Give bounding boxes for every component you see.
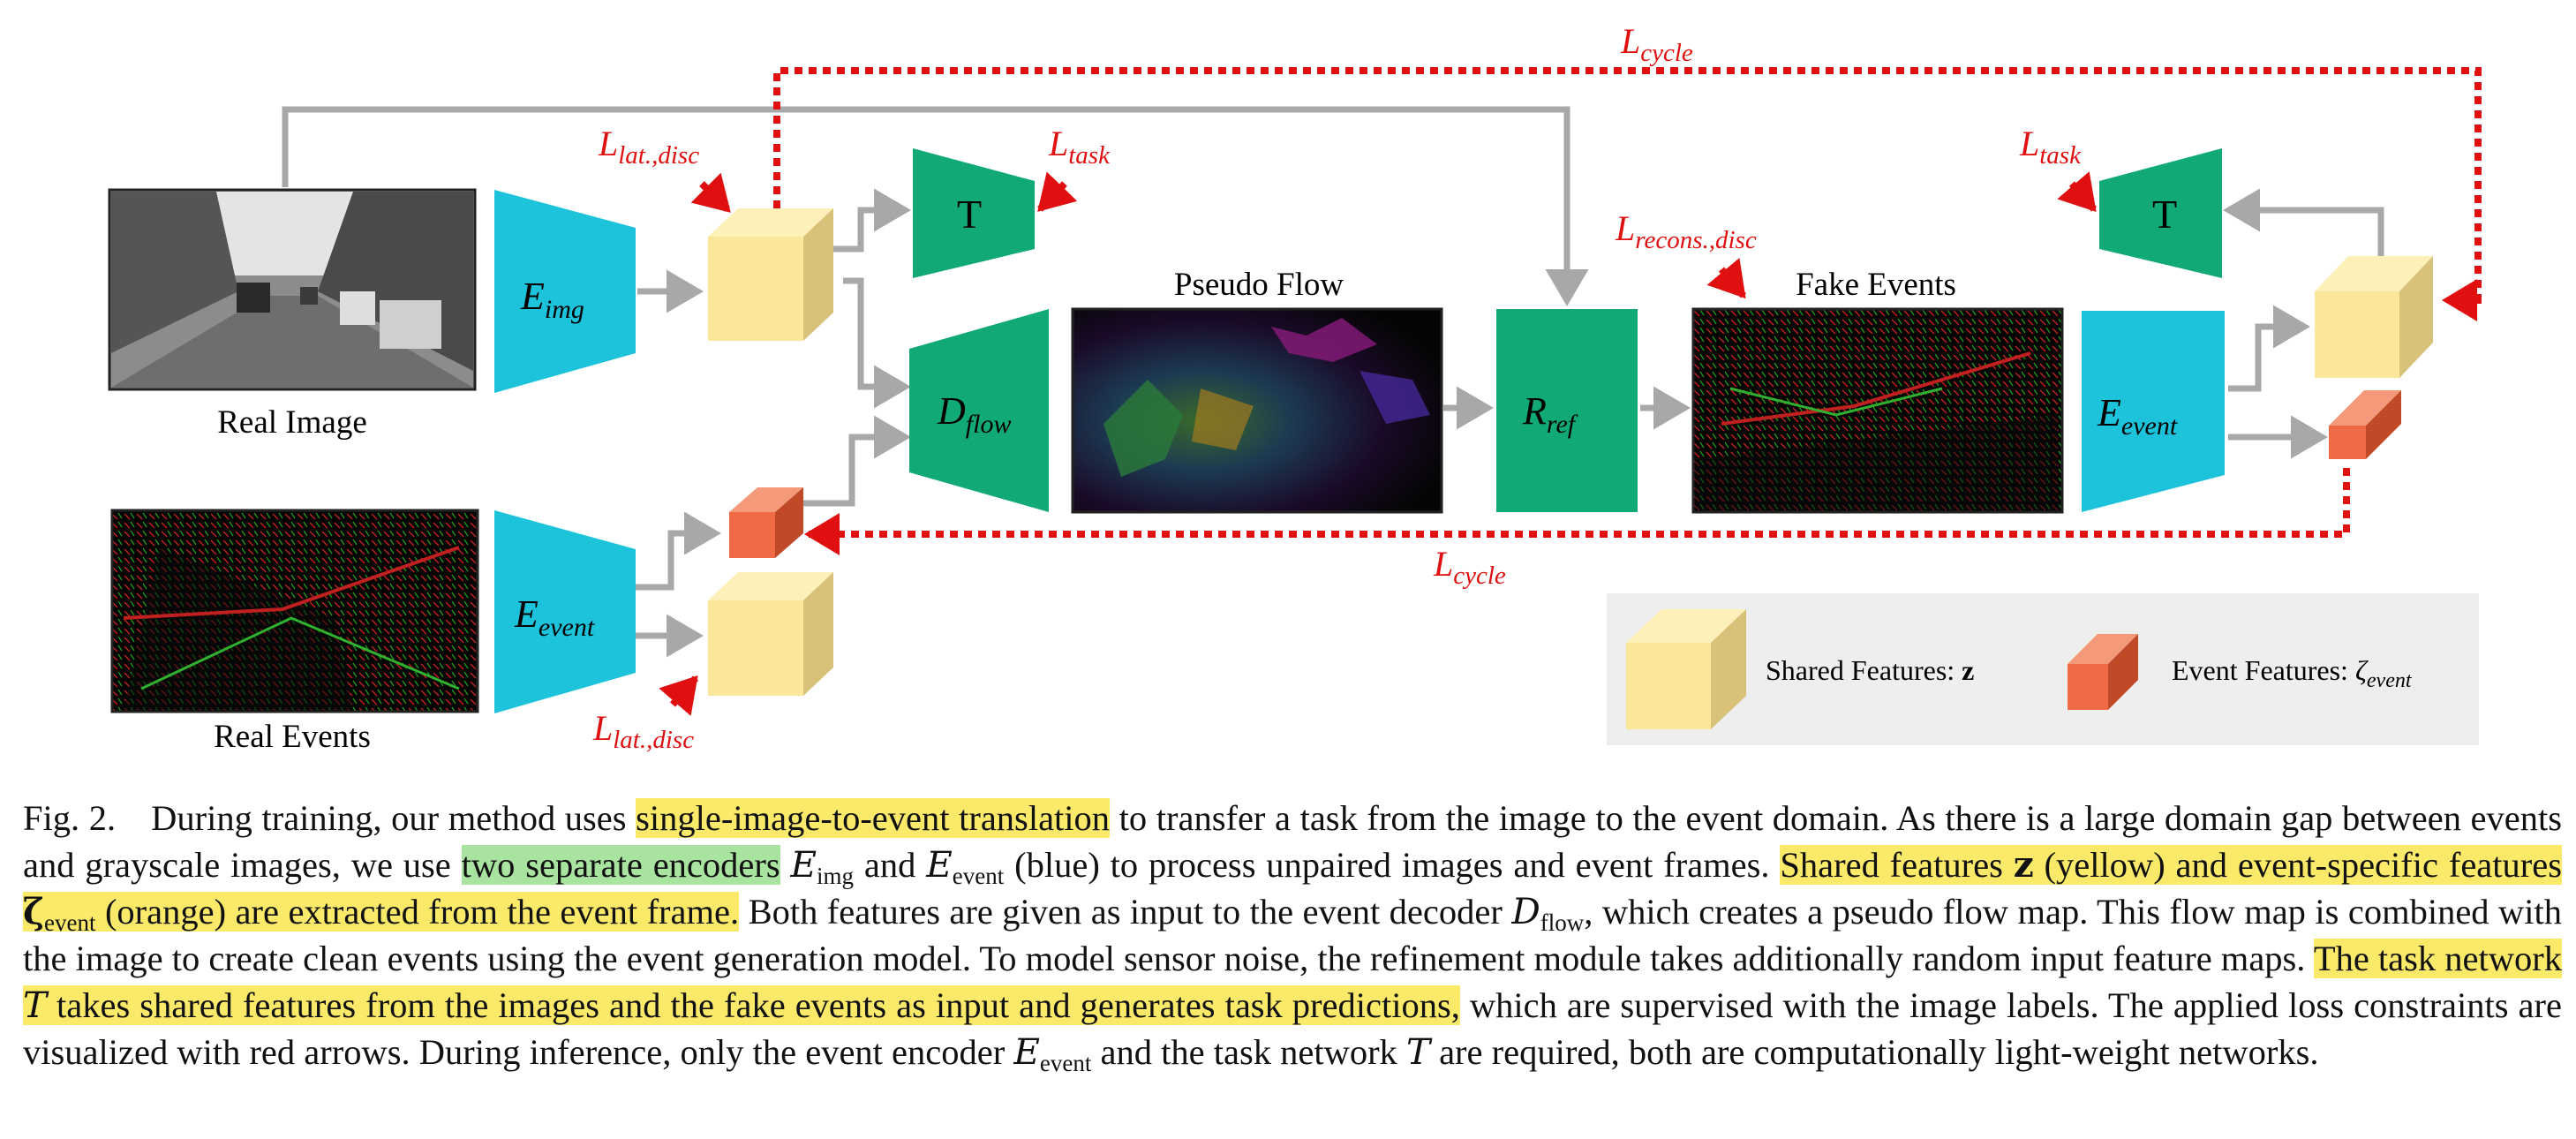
caption-text <box>780 845 791 885</box>
task-loss-left-label: Ltask <box>1048 124 1111 170</box>
math-d: D <box>1511 890 1540 932</box>
recons-disc-loss-label: Lrecons.,disc <box>1615 208 1757 254</box>
method-diagram: Real Image Real Events Eimg Eevent Eeven… <box>108 21 2482 755</box>
caption-text: (blue) to process unpaired images and ev… <box>1004 845 1781 885</box>
math-t: T <box>1405 1030 1430 1073</box>
caption-text: are required, both are computationally l… <box>1429 1032 2319 1072</box>
legend-shared-label: Shared Features: z <box>1766 654 1974 686</box>
pseudo-flow-map <box>1071 307 1443 514</box>
data-flow-arrows <box>282 106 2384 658</box>
event-encoder-left <box>494 510 636 713</box>
legend-event-block <box>2068 634 2138 710</box>
flow-decoder-label: Dflow <box>937 389 1011 439</box>
lat-disc-loss-bottom-label: Llat.,disc <box>592 708 694 754</box>
caption-highlight-green: two separate encoders <box>461 845 780 885</box>
math-e: E <box>790 843 817 886</box>
refinement-module-label: Rref <box>1522 389 1578 439</box>
pseudo-flow-label: Pseudo Flow <box>1174 267 1344 303</box>
fake-events-label: Fake Events <box>1796 267 1956 303</box>
caption-text: Both features are given as input to the … <box>739 892 1512 932</box>
real-image-label: Real Image <box>217 404 367 441</box>
task-network-left <box>913 148 1035 278</box>
math-e: E <box>926 843 953 886</box>
image-encoder <box>494 190 636 393</box>
legend-event-label: Event Features: ζevent <box>2172 654 2413 692</box>
event-encoder-left-label: Eevent <box>514 592 595 642</box>
caption-text: which are supervised with the image labe… <box>23 985 2562 1072</box>
caption-highlight: single-image-to-event translation <box>636 798 1111 838</box>
real-events-label: Real Events <box>214 719 371 755</box>
legend: Shared Features: z Event Features: ζeven… <box>1607 593 2479 745</box>
event-encoder-right-label: Eevent <box>2097 391 2178 441</box>
shared-feature-cube-fake-events <box>2315 256 2433 378</box>
caption-text: and <box>854 845 927 885</box>
real-image <box>108 188 477 391</box>
loss-arrows <box>659 67 2482 716</box>
math-e: E <box>1013 1030 1040 1073</box>
task-loss-right-label: Ltask <box>2019 124 2082 170</box>
cycle-loss-top-label: Lcycle <box>1620 21 1693 67</box>
task-network-left-label: T <box>957 192 982 237</box>
caption-text: to transfer a task from the image to the… <box>23 798 2563 885</box>
shared-feature-cube-image <box>708 208 833 341</box>
caption-text: , which creates a pseudo flow map. This … <box>23 892 2563 978</box>
math-sub: event <box>1039 1050 1092 1076</box>
caption-text: During training, our method uses <box>151 798 636 838</box>
event-feature-block-left <box>729 487 803 558</box>
legend-shared-cube <box>1626 609 1746 729</box>
math-sub: event <box>952 863 1005 889</box>
real-events-frame <box>110 509 479 713</box>
fake-events-frame <box>1691 307 2064 514</box>
caption-text: and the task network <box>1091 1032 1406 1072</box>
refinement-module <box>1496 309 1638 512</box>
shared-feature-cube-event <box>708 572 833 696</box>
event-feature-block-right <box>2329 390 2401 459</box>
flow-decoder <box>909 309 1049 512</box>
task-network-right <box>2099 148 2222 278</box>
cycle-loss-bottom-label: Lcycle <box>1433 544 1506 590</box>
task-network-right-label: T <box>2152 192 2177 237</box>
image-encoder-label: Eimg <box>520 275 584 324</box>
figure-caption: Fig. 2.During training, our method uses … <box>23 795 2563 1076</box>
math-sub: flow <box>1540 909 1585 936</box>
lat-disc-loss-top-label: Llat.,disc <box>598 124 699 170</box>
event-encoder-right <box>2082 311 2225 512</box>
math-sub: img <box>817 863 855 889</box>
figure-label: Fig. 2. <box>23 798 117 838</box>
